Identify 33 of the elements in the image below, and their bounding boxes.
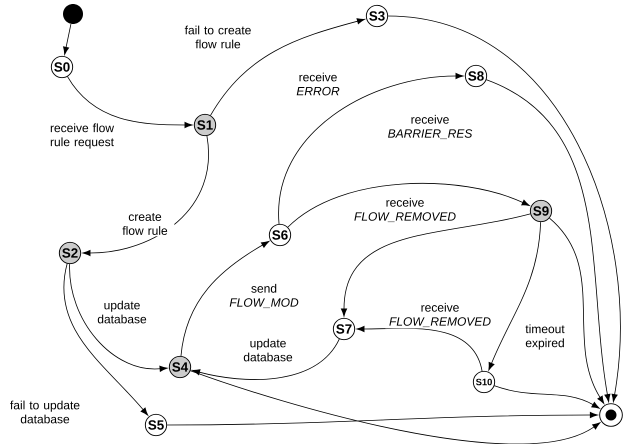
- edge-label: send FLOW_MOD: [225, 282, 303, 310]
- initial-state-dot: [63, 4, 83, 24]
- arrow: [190, 370, 600, 444]
- edge-label: timeout expired: [517, 323, 573, 351]
- edge-label: receive FLOW_REMOVED: [385, 302, 495, 328]
- arrow: [180, 241, 270, 356]
- arrow: [388, 16, 620, 402]
- arrow: [69, 264, 168, 372]
- arrow: [67, 76, 193, 128]
- arrow: [278, 72, 464, 224]
- edge-label: fail to update database: [1, 399, 89, 425]
- arrow: [494, 385, 600, 409]
- arrow: [166, 412, 598, 426]
- edge-label: receive BARRIER_RES: [380, 114, 480, 140]
- final-state-circle: [599, 403, 623, 427]
- edge-label: update database: [233, 337, 303, 363]
- arrow: [356, 326, 482, 372]
- arrow: [64, 263, 148, 416]
- arrow: [63, 24, 72, 55]
- arrow: [192, 338, 340, 380]
- arrow: [549, 218, 604, 404]
- arrow: [486, 79, 610, 402]
- arrow: [210, 18, 365, 116]
- edge-label: fail to create flow rule: [175, 24, 261, 50]
- arrow: [340, 213, 531, 317]
- edge-label: update database: [87, 299, 157, 325]
- edge-label: receive flow rule request: [40, 122, 124, 150]
- arrow: [82, 136, 209, 256]
- edge-label: create flow rule: [116, 212, 174, 236]
- edge-label: receive ERROR: [286, 71, 350, 97]
- arrow: [488, 222, 542, 370]
- edge-label: receive FLOW_REMOVED: [350, 196, 460, 224]
- arrow: [287, 182, 530, 228]
